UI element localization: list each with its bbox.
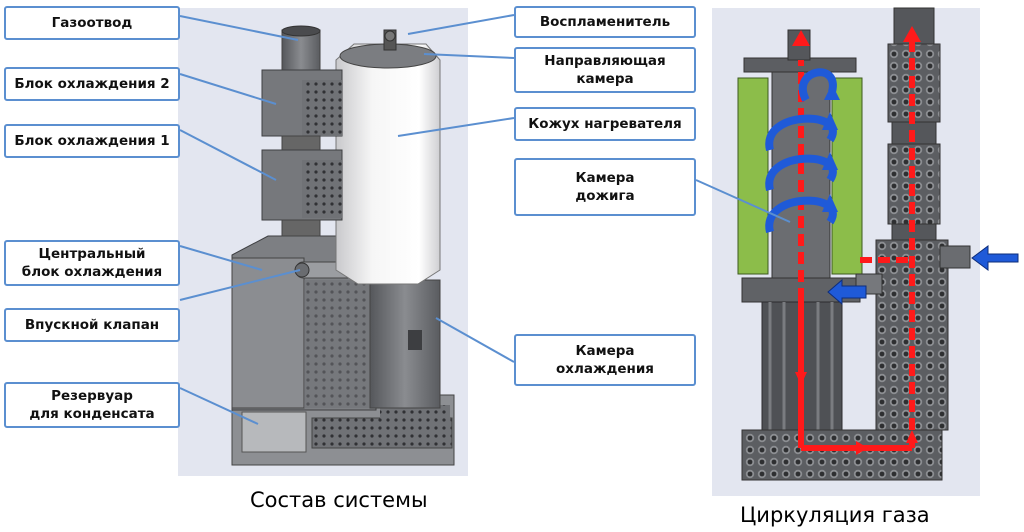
gas-flow-arrows: [798, 36, 915, 451]
leader-lines: [179, 14, 791, 425]
label-gas-outlet: Газоотвод: [4, 6, 180, 40]
heater-panel-left: [737, 77, 769, 275]
swirl-arrowheads: [822, 84, 840, 212]
label-cooling-chamber: Камера охлаждения: [514, 334, 696, 386]
label-afterburner-chamber: Камера дожига: [514, 158, 696, 216]
caption-gas-circulation: Циркуляция газа: [740, 503, 930, 527]
caption-system-composition: Состав системы: [250, 488, 428, 512]
label-guide-chamber: Направляющая камера: [514, 47, 696, 93]
label-heater-casing: Кожух нагревателя: [514, 107, 696, 141]
label-cooling-block-2: Блок охлаждения 2: [4, 67, 180, 101]
gas-flow-arrowheads: [792, 26, 921, 455]
label-cooling-block-1: Блок охлаждения 1: [4, 124, 180, 158]
swirl-arrows: [765, 68, 837, 233]
label-inlet-valve: Впускной клапан: [4, 308, 180, 342]
label-condensate-tank: Резервуар для конденсата: [4, 382, 180, 428]
label-igniter: Воспламенитель: [514, 6, 696, 38]
label-central-cooling-block: Центральный блок охлаждения: [4, 240, 180, 286]
left-unit-model: [231, 25, 455, 466]
heater-panel-right: [831, 77, 863, 275]
inlet-arrows: [827, 245, 1019, 306]
